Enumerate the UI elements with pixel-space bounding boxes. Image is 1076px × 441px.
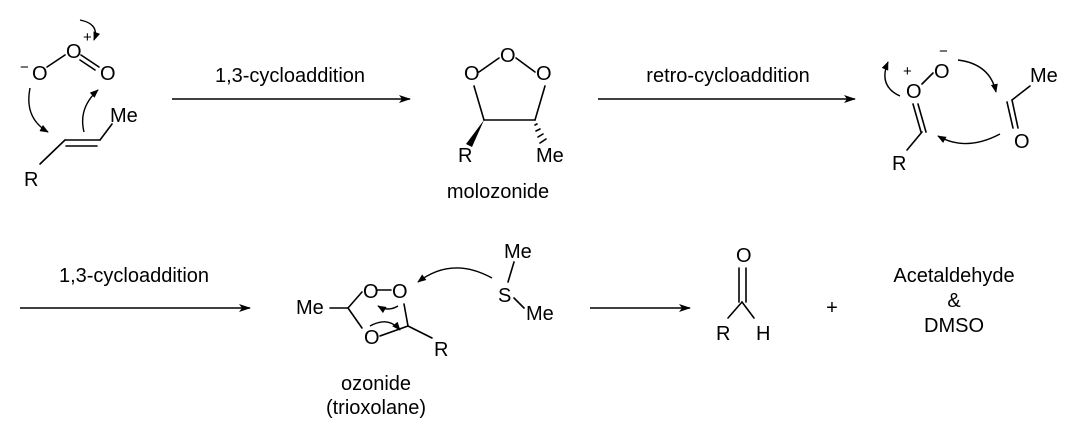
r-group: R [24, 169, 38, 191]
step-2-label: retro-cycloaddition [646, 65, 809, 87]
trioxolane-label: (trioxolane) [326, 397, 426, 419]
aldehyde-product: O R H [716, 245, 770, 345]
bond [46, 54, 66, 68]
plus-sign: + [826, 297, 838, 319]
bond [347, 307, 363, 329]
curly-arrow [81, 89, 99, 133]
r-group: R [716, 323, 730, 345]
carbonyl-oxide-and-acetaldehyde: + O O − R Me O [881, 43, 1058, 175]
dimethyl-sulfide: Me S Me [498, 241, 554, 325]
bond [473, 85, 485, 121]
bond [403, 303, 409, 327]
curly-arrow [369, 321, 401, 331]
molozonide-label: molozonide [447, 181, 549, 203]
curly-arrow [377, 305, 399, 314]
carbonyl-oxide-oxygen: O [906, 81, 922, 103]
bond [507, 261, 515, 283]
bond [741, 301, 755, 319]
methyl-group: Me [110, 105, 138, 127]
aldehyde-oxygen: O [1014, 131, 1030, 153]
bond [727, 301, 743, 319]
wedge-bond [466, 120, 484, 147]
r-group: R [434, 339, 448, 361]
bond [1011, 99, 1019, 129]
aldehyde-hydrogen: H [756, 323, 770, 345]
r-group: R [892, 153, 906, 175]
methyl-group: Me [296, 297, 324, 319]
curly-arrow [957, 59, 998, 93]
bond [80, 54, 100, 68]
ozone-oxygen-right: O [100, 63, 116, 85]
acetaldehyde-label: Acetaldehyde [893, 265, 1014, 287]
ring-oxygen-right: O [536, 63, 552, 85]
bond [912, 103, 922, 133]
aldehyde-oxygen: O [736, 245, 752, 267]
bond [917, 103, 927, 133]
methyl-group: Me [526, 303, 554, 325]
ozone-oxygen-left: O [32, 63, 48, 85]
bond [347, 291, 363, 309]
sulfur-atom: S [498, 285, 511, 307]
bond [99, 123, 113, 141]
methyl-group: Me [504, 241, 532, 263]
molozonide-structure: O O O R Me [458, 45, 564, 167]
bond [407, 325, 433, 339]
step-3-label: 1,3-cycloaddition [59, 265, 209, 287]
ring-oxygen-left: O [464, 63, 480, 85]
negative-charge: − [20, 59, 29, 76]
bond [1006, 101, 1014, 129]
positive-charge: + [83, 29, 92, 46]
negative-charge: − [939, 43, 948, 60]
bond [379, 325, 409, 337]
ozone-oxygen-center: O [66, 41, 82, 63]
ozonide-structure: Me O O O R [296, 267, 493, 361]
dmso-label: DMSO [924, 315, 984, 337]
bond [478, 57, 500, 73]
peroxide-oxygen-2: O [392, 281, 408, 303]
bond [534, 85, 546, 121]
curly-arrow [79, 19, 101, 41]
curly-arrow [937, 133, 1001, 145]
methyl-group: Me [1030, 65, 1058, 87]
ether-oxygen: O [364, 327, 380, 349]
curly-arrow [417, 267, 493, 283]
bond [513, 297, 525, 309]
ozone-and-alkene: − O O + O Me R [20, 19, 138, 191]
bond [515, 57, 536, 73]
bond [1011, 85, 1031, 101]
ring-oxygen-top: O [500, 45, 516, 67]
bond [906, 131, 923, 151]
ampersand: & [947, 290, 961, 312]
terminal-oxygen: O [934, 61, 950, 83]
bond [921, 72, 934, 85]
methyl-group: Me [536, 145, 564, 167]
hashed-bond [534, 123, 547, 144]
step-1-label: 1,3-cycloaddition [215, 65, 365, 87]
bond [79, 59, 96, 71]
ozonide-label: ozonide [341, 373, 411, 395]
positive-charge: + [903, 63, 912, 80]
peroxide-oxygen-1: O [363, 281, 379, 303]
r-group: R [458, 145, 472, 167]
curly-arrow [28, 87, 49, 133]
curly-arrow [881, 61, 901, 97]
bond [39, 139, 66, 165]
